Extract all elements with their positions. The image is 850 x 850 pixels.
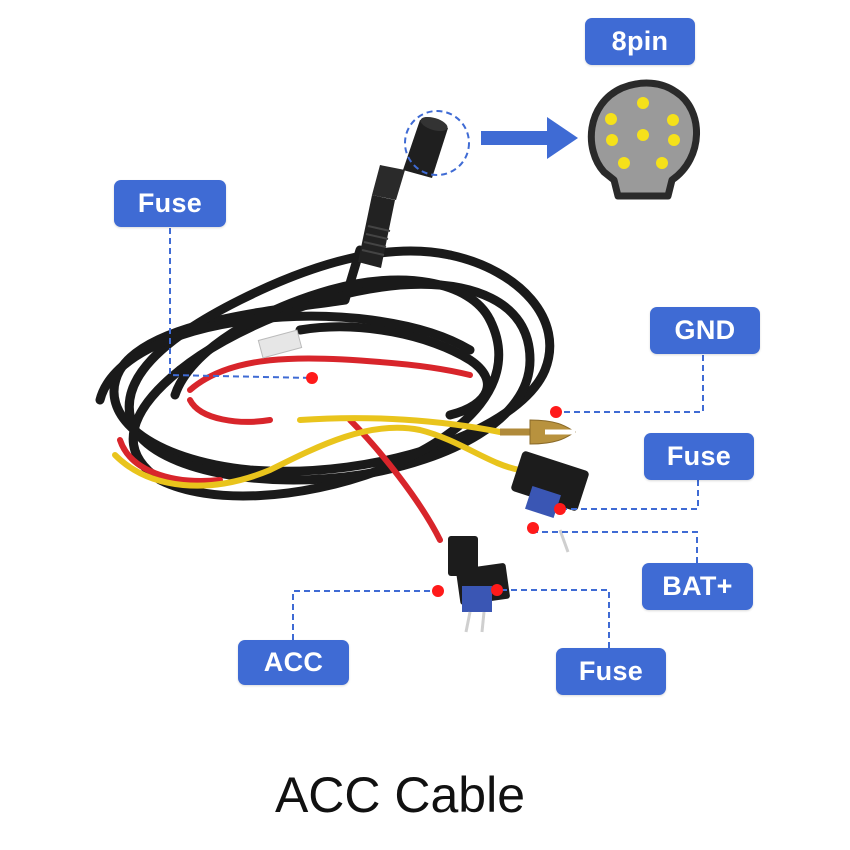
leader-acc (292, 590, 438, 640)
marker-dots (306, 372, 566, 597)
pin-dots (605, 97, 680, 169)
ground-fork-terminal (500, 419, 577, 445)
label-acc: ACC (238, 640, 349, 685)
marker-dot (432, 585, 444, 597)
marker-dot (306, 372, 318, 384)
leader-fuse-bottom (497, 589, 610, 648)
label-fuse-top-left: Fuse (114, 180, 226, 227)
connector-highlight-circle (404, 110, 470, 176)
black-wire-coils (95, 245, 555, 501)
caption-title: ACC Cable (274, 767, 526, 823)
8-pin-round-connector-icon (587, 79, 700, 200)
label-8pin: 8pin (585, 18, 695, 65)
acc-fuse-holder (448, 536, 510, 633)
cable-bundle (95, 245, 555, 543)
leader-lines (169, 228, 704, 648)
barrel-connector (358, 116, 448, 268)
marker-dot (554, 503, 566, 515)
arrow-right-icon (481, 117, 578, 159)
marker-dot (550, 406, 562, 418)
label-fuse-right: Fuse (644, 433, 754, 480)
leader-fuse-right (560, 480, 699, 510)
leader-fuse-top-left (169, 228, 313, 379)
marker-dot (491, 584, 503, 596)
label-fuse-bottom: Fuse (556, 648, 666, 695)
label-gnd: GND (650, 307, 760, 354)
leader-bat-plus (533, 531, 698, 563)
yellow-wire (112, 415, 523, 489)
bat-fuse-holder (511, 451, 589, 553)
label-bat-plus: BAT+ (642, 563, 753, 610)
marker-dot (527, 522, 539, 534)
leader-gnd (556, 355, 704, 413)
